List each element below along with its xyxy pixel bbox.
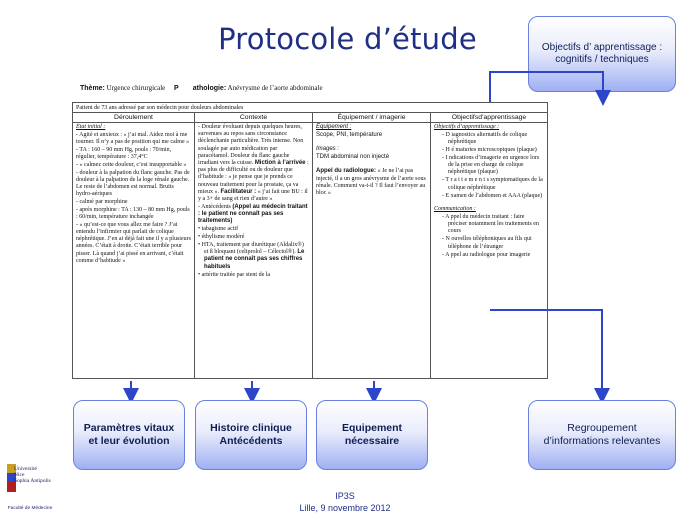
doc-header: Thème: Urgence chirurgicale P athologie:… <box>80 84 323 92</box>
footer-event: IP3S <box>335 491 355 501</box>
list-item: • artérite traitée par stent de la <box>198 271 271 278</box>
list-item: - A ppel au radiologue pour imagerie <box>442 251 531 258</box>
context-bold: Facilitateur : <box>220 188 257 195</box>
column-deroulement: État initial : - Agité et anxieux : « j’… <box>73 123 195 378</box>
protocol-table: Patient de 73 ans adressé par son médeci… <box>72 102 548 379</box>
column-equipement: Équipement : Scope, PNI, température Ima… <box>313 123 431 378</box>
initial-state-label: État initial : <box>76 124 106 130</box>
slide-title: Protocole d’étude <box>218 22 477 56</box>
list-item: • tabagisme actif <box>198 226 239 233</box>
faculty-name: Faculté de Médecine <box>7 506 53 511</box>
slide-footer: IP3S Lille, 9 novembre 2012 <box>270 490 420 514</box>
antecedents-lead: - Antécédents <box>198 203 231 210</box>
list-item-text: • HTA, traitement par diurétique (Aldali… <box>198 242 304 256</box>
deroulement-line: - « calmez cette douleur, c’est insuppor… <box>76 161 187 168</box>
case-intro: Patient de 73 ans adressé par son médeci… <box>73 103 547 113</box>
context-bold: Miction à l’arrivée <box>254 160 306 167</box>
images-value: TDM abdominal non injecté <box>316 153 390 160</box>
callout-regroup-line1: Regroupement <box>567 421 637 434</box>
radiologist-text: « Je ne l’ai pas injecté, il a un gros a… <box>316 168 426 196</box>
header-contexte: Contexte <box>195 113 313 122</box>
callout-vitals-line1: Paramètres vitaux <box>83 421 175 434</box>
university-logo-icon <box>7 464 16 492</box>
callout-history-line1: Histoire clinique <box>210 421 292 434</box>
pathology-label: athologie: <box>192 85 227 92</box>
objectives-list: - D iagnostics alternatifs de colique né… <box>434 132 544 200</box>
protocol-document: Thème: Urgence chirurgicale P athologie:… <box>70 84 548 379</box>
antecedents-bold: (Appel au médecin traitant : le patient … <box>198 203 308 225</box>
context-text: - Douleur évoluant depuis quelques heure… <box>198 124 304 167</box>
list-item: - A ppel du médecin traitant : faire pré… <box>442 214 539 235</box>
deroulement-line: - « qu’est-ce que vous allez me faire ? … <box>76 221 191 264</box>
antecedents-paragraph: - Antécédents (Appel au médecin traitant… <box>198 204 309 226</box>
communication-list: - A ppel du médecin traitant : faire pré… <box>434 214 544 259</box>
list-item: - I ndications d’imagerie en urgence lor… <box>442 155 540 176</box>
callout-equipment-line2: nécessaire <box>344 435 400 447</box>
table-header-row: Déroulement Contexte Équipement / imager… <box>73 113 547 123</box>
callout-history-line2: Antécédents <box>219 435 283 447</box>
column-contexte: - Douleur évoluant depuis quelques heure… <box>195 123 313 378</box>
logo-text: Sophia Antipolis <box>14 478 51 484</box>
callout-equipment: Equipement nécessaire <box>316 400 428 470</box>
header-objectifs: Objectifsd’apprentissage <box>451 114 527 121</box>
equipment-value: Scope, PNI, température <box>316 131 383 138</box>
column-objectifs: Objectifs d’apprentissage : - D iagnosti… <box>431 123 547 378</box>
deroulement-line: - douleur à la palpation du flanc gauche… <box>76 169 190 198</box>
logo-text: Nice <box>14 472 25 478</box>
university-name: Université Nice Sophia Antipolis <box>14 466 51 484</box>
list-item: - H é maturies microscopiques (plaque) <box>442 147 537 153</box>
callout-regroup: Regroupement d’informations relevantes <box>528 400 676 470</box>
communication-label: Communication : <box>434 206 476 213</box>
university-logo: Université Nice Sophia Antipolis Faculté… <box>2 460 58 515</box>
list-item-bold: Le patient ne connaît pas ses chiffres h… <box>204 249 305 270</box>
list-item: - T r a i t e m e n t s symptomatiques d… <box>442 177 543 191</box>
context-text: « j’ai fait une BU : il y a 3+ de sang e… <box>198 188 308 203</box>
callout-objectives-line1: Objectifs d’ apprentissage : <box>541 41 663 53</box>
logo-text: Université <box>14 466 37 472</box>
header-equipement: Équipement / imagerie <box>313 113 431 122</box>
list-item: - E xamen de l’abdomen et AAA (plaque) <box>442 192 543 199</box>
list-item: • éthylisme modéré <box>198 234 245 241</box>
callout-vital-parameters: Paramètres vitaux et leur évolution <box>73 400 185 470</box>
list-item: - D iagnostics alternatifs de colique né… <box>442 131 528 145</box>
callout-objectives-line2: cognitifs / techniques <box>555 54 649 65</box>
callout-objectives: Objectifs d’ apprentissage : cognitifs /… <box>528 16 676 92</box>
radiologist-label: Appel du radiologue: <box>316 168 376 175</box>
equipment-label: Équipement : <box>316 124 352 130</box>
images-label: Images : <box>316 146 340 153</box>
radiologist-call: Appel du radiologue: « Je ne l’ai pas in… <box>316 168 427 197</box>
list-item: - N ouvelles téléphoniques au fils qui t… <box>442 236 532 250</box>
header-deroulement: Déroulement <box>73 113 195 122</box>
pathology-value: Anévrysme de l’aorte abdominale <box>227 84 323 92</box>
theme-value: Urgence chirurgicale <box>106 84 166 92</box>
deroulement-line: - calmé par morphine <box>76 199 128 205</box>
deroulement-line: - TA : 160 – 90 mm Hg, pouls : 70/min, r… <box>76 146 172 160</box>
theme-label: Thème: <box>80 85 105 92</box>
antecedents-list: • tabagisme actif • éthylisme modéré • H… <box>198 226 309 279</box>
context-text: : pas plus de difficulté ou de douleur q… <box>198 160 309 195</box>
deroulement-line: - après morphine : TA : 130 – 80 mm Hg, … <box>76 206 190 220</box>
callout-equipment-line1: Equipement <box>341 421 403 434</box>
deroulement-line: - Agité et anxieux : « j’ai mal. Aidez m… <box>76 131 190 145</box>
callout-regroup-line2: d’informations relevantes <box>543 435 661 447</box>
objectives-label: Objectifs d’apprentissage : <box>434 124 500 130</box>
callout-vitals-line2: et leur évolution <box>88 435 170 447</box>
list-item: • HTA, traitement par diurétique (Aldali… <box>198 242 309 271</box>
footer-date: Lille, 9 novembre 2012 <box>299 503 391 513</box>
table-body-row: État initial : - Agité et anxieux : « j’… <box>73 123 547 378</box>
callout-clinical-history: Histoire clinique Antécédents <box>195 400 307 470</box>
pathology-label-initial: P <box>174 85 179 92</box>
context-history-paragraph: - Douleur évoluant depuis quelques heure… <box>198 124 309 203</box>
